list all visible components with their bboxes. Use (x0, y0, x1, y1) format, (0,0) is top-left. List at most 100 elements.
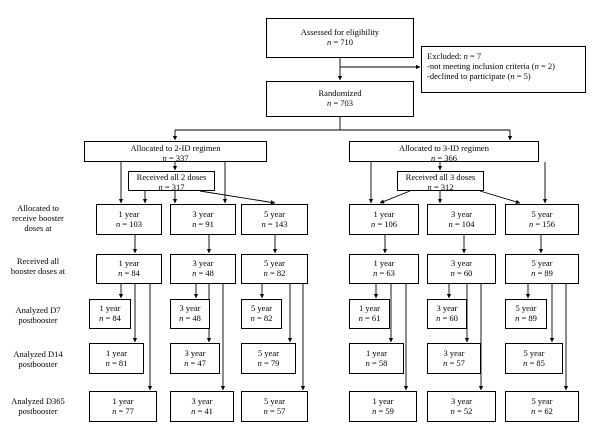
cell-n: n = 79 (257, 358, 280, 368)
row-label-line: postbooster (18, 315, 58, 325)
cell-year: 1 year (365, 348, 387, 358)
cell-year: 1 year (372, 396, 394, 406)
arm3-received-1y: 1 year n = 63 (349, 254, 419, 284)
cell-year: 3 year (179, 303, 201, 313)
row-label-line: postbooster (18, 359, 58, 369)
arm3-d7-1y: 1 year n = 61 (349, 299, 390, 329)
arm3-allocated-box: Allocated to 3-ID regimen n = 366 (349, 141, 539, 163)
cell-n: n = 84 (99, 313, 121, 323)
row-label-allocated: Allocated to receive booster doses at (0, 203, 76, 233)
assessed-title: Assessed for eligibility (300, 27, 380, 37)
cell-n: n = 143 (261, 219, 288, 229)
arm3-d365-1y: 1 year n = 59 (349, 391, 417, 422)
cell-year: 5 year (531, 396, 553, 406)
cell-n: n = 89 (531, 268, 553, 278)
arm3-n: n = 366 (430, 153, 458, 163)
cell-n: n = 104 (448, 219, 475, 229)
arm2-d14-3y: 3 year n = 47 (170, 343, 220, 374)
cell-n: n = 59 (372, 406, 394, 416)
row-label-line: Analyzed D14 (13, 349, 63, 359)
cell-year: 1 year (358, 303, 380, 313)
cell-n: n = 48 (179, 313, 201, 323)
cell-year: 1 year (99, 303, 121, 313)
cell-n: n = 58 (365, 358, 388, 368)
cell-n: n = 82 (250, 313, 273, 323)
arm2-d7-5y: 5 year n = 82 (241, 299, 282, 329)
arm2-allocated-box: Allocated to 2-ID regimen n = 337 (84, 141, 267, 163)
cell-year: 5 year (263, 258, 285, 268)
cell-n: n = 106 (370, 219, 398, 229)
arm3-received-all-box: Received all 3 doses n = 312 (397, 171, 484, 192)
cell-year: 3 year (450, 258, 472, 268)
cell-year: 3 year (450, 209, 472, 219)
excluded-box: Excluded: n = 7 -not meeting inclusion c… (421, 46, 586, 93)
cell-year: 1 year (112, 396, 134, 406)
cell-n: n = 103 (115, 219, 143, 229)
cell-n: n = 63 (373, 268, 395, 278)
cell-year: 3 year (443, 348, 465, 358)
cell-n: n = 84 (118, 268, 140, 278)
cell-year: 5 year (531, 209, 553, 219)
arm2-received-3y: 3 year n = 48 (170, 254, 236, 284)
cell-n: n = 41 (191, 406, 213, 416)
assessed-n: n = 710 (326, 37, 354, 47)
cell-year: 1 year (105, 348, 127, 358)
row-label-line: doses at (24, 223, 52, 233)
cell-n: n = 52 (450, 406, 473, 416)
arm3-d14-3y: 3 year n = 57 (427, 343, 481, 374)
cell-year: 5 year (263, 209, 285, 219)
cell-n: n = 47 (184, 358, 206, 368)
arm2-d14-5y: 5 year n = 79 (241, 343, 296, 374)
cell-n: n = 61 (358, 313, 381, 323)
arm3-allocated-5y: 5 year n = 156 (505, 204, 579, 235)
row-label-line: Analyzed D365 (11, 396, 65, 406)
arm3-received-all-n: n = 312 (427, 182, 454, 192)
arm2-allocated-3y: 3 year n = 91 (170, 204, 236, 235)
arm3-received-5y: 5 year n = 89 (505, 254, 579, 284)
cell-n: n = 57 (263, 406, 286, 416)
randomized-box: Randomized n = 703 (266, 81, 414, 117)
arm2-allocated-1y: 1 year n = 103 (96, 204, 162, 235)
cell-year: 3 year (192, 258, 214, 268)
cell-n: n = 77 (112, 406, 134, 416)
arm3-allocated-3y: 3 year n = 104 (427, 204, 496, 235)
cell-n: n = 62 (531, 406, 553, 416)
arm2-allocated-5y: 5 year n = 143 (241, 204, 308, 235)
row-label-d14: Analyzed D14 postbooster (0, 349, 76, 369)
row-label-line: booster doses at (10, 266, 66, 276)
row-label-line: receive booster (12, 213, 64, 223)
row-label-line: postbooster (18, 406, 58, 416)
row-label-received: Received all booster doses at (0, 256, 76, 276)
arm2-d365-3y: 3 year n = 41 (170, 391, 234, 422)
cell-year: 3 year (191, 396, 213, 406)
cell-year: 5 year (257, 348, 279, 358)
arm2-d365-1y: 1 year n = 77 (89, 391, 157, 422)
cell-n: n = 57 (443, 358, 465, 368)
arm2-received-all-n: n = 317 (158, 182, 185, 192)
cell-n: n = 48 (192, 268, 214, 278)
cell-year: 3 year (192, 209, 214, 219)
excluded-reason-1: -not meeting inclusion criteria (n = 2) (427, 61, 556, 71)
cell-n: n = 91 (192, 219, 214, 229)
arm2-received-all-box: Received all 2 doses n = 317 (128, 171, 215, 192)
cell-n: n = 85 (523, 358, 545, 368)
arm2-n: n = 337 (162, 153, 189, 163)
row-label-d7: Analyzed D7 postbooster (0, 305, 76, 325)
arm3-d14-5y: 5 year n = 85 (505, 343, 563, 374)
arm3-d7-3y: 3 year n = 60 (427, 299, 467, 329)
cell-n: n = 60 (450, 268, 473, 278)
cell-year: 3 year (436, 303, 458, 313)
cell-year: 5 year (515, 303, 537, 313)
cell-year: 5 year (531, 258, 553, 268)
cell-year: 5 year (523, 348, 545, 358)
randomized-title: Randomized (318, 88, 362, 98)
arm3-received-3y: 3 year n = 60 (427, 254, 496, 284)
row-label-line: Allocated to (17, 203, 59, 213)
excluded-reason-2: -declined to participate (n = 5) (427, 71, 531, 81)
arm2-d365-5y: 5 year n = 57 (241, 391, 308, 422)
cell-year: 1 year (118, 209, 140, 219)
arm3-d7-5y: 5 year n = 89 (505, 299, 547, 329)
row-label-line: Received all (16, 256, 60, 266)
